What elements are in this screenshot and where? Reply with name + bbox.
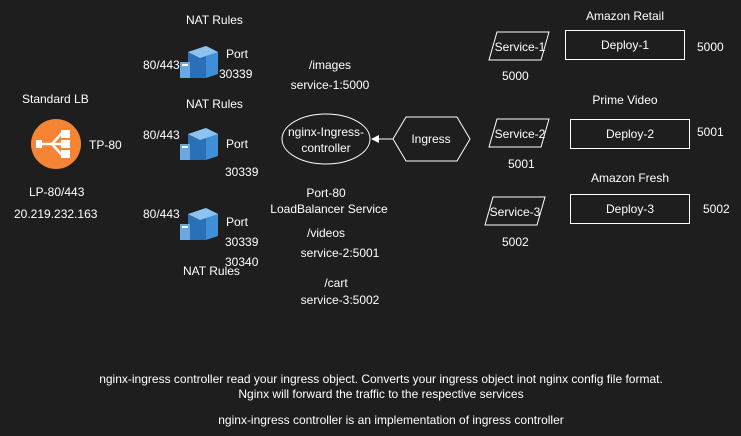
nat-3-node-port-2: 30340 [225, 255, 259, 269]
controller-label-line1: nginx-Ingress- [287, 125, 365, 139]
load-balancer-icon [31, 119, 81, 169]
service-port: Port-80 [306, 186, 346, 200]
service-1-shape[interactable] [488, 31, 550, 61]
lb-title: Standard LB [22, 92, 89, 106]
note-line-1: nginx-ingress controller read your ingre… [99, 372, 663, 386]
deploy-1-box[interactable]: Deploy-1 [565, 30, 685, 60]
note-line-2: Nginx will forward the traffic to the re… [238, 387, 524, 401]
deploy-3-port: 5002 [703, 202, 730, 216]
nat-rules-1-title: NAT Rules [186, 13, 243, 27]
ingress-hexagon[interactable] [392, 116, 471, 162]
service-1-port: 5000 [502, 69, 529, 83]
nat-2-node-port: 30339 [225, 165, 259, 179]
lb-listener-port: LP-80/443 [29, 185, 85, 199]
vm-server-1-icon [180, 46, 218, 78]
lb-ip: 20.219.232.163 [14, 207, 98, 221]
nat-3-port-label: Port [226, 215, 249, 229]
deploy-3-label: Deploy-3 [605, 202, 655, 216]
service-3-port: 5002 [502, 235, 529, 249]
controller-ellipse[interactable] [281, 113, 371, 165]
nat-1-ports: 80/443 [143, 58, 180, 72]
route-3-target: service-3:5002 [300, 293, 380, 307]
service-type: LoadBalancer Service [270, 202, 388, 216]
note-line-3: nginx-ingress controller is an implement… [218, 413, 564, 427]
route-1-path: /images [308, 58, 352, 72]
nat-3-node-port: 30339 [225, 235, 259, 249]
app-1-title: Amazon Retail [585, 9, 665, 23]
service-2-shape[interactable] [488, 118, 550, 148]
deploy-1-label: Deploy-1 [600, 38, 650, 52]
deploy-2-port: 5001 [697, 125, 724, 139]
nat-2-ports: 80/443 [143, 128, 180, 142]
nat-3-ports: 80/443 [143, 207, 180, 221]
deploy-1-port: 5000 [697, 40, 724, 54]
service-3-shape[interactable] [484, 196, 546, 226]
app-2-title: Prime Video [592, 93, 658, 107]
route-1-target: service-1:5000 [290, 78, 370, 92]
nat-2-port-label: Port [226, 137, 249, 151]
service-2-label: Service-2 [494, 127, 546, 141]
controller-label-line2: controller [301, 141, 351, 155]
app-3-title: Amazon Fresh [590, 171, 670, 185]
vm-server-3-icon [180, 208, 218, 240]
ingress-label: Ingress [411, 132, 451, 146]
route-2-path: /videos [306, 226, 346, 240]
route-3-path: /cart [324, 276, 348, 290]
nat-rules-2-title: NAT Rules [186, 97, 243, 111]
route-2-target: service-2:5001 [300, 246, 380, 260]
vm-server-2-icon [180, 128, 218, 160]
service-2-port: 5001 [508, 157, 535, 171]
service-1-label: Service-1 [494, 40, 546, 54]
deploy-2-box[interactable]: Deploy-2 [570, 119, 690, 149]
nat-1-node-port: 30339 [219, 67, 253, 81]
nat-1-port-label: Port [226, 47, 249, 61]
deploy-3-box[interactable]: Deploy-3 [570, 194, 690, 224]
nat-rules-3-title: NAT Rules [183, 264, 240, 278]
lb-target-port: TP-80 [89, 138, 122, 152]
service-3-label: Service-3 [489, 205, 541, 219]
deploy-2-label: Deploy-2 [605, 127, 655, 141]
